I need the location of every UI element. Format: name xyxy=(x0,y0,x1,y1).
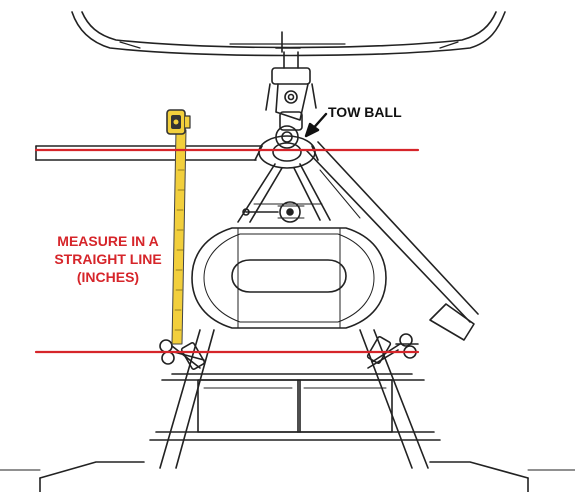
a-frame xyxy=(237,163,331,223)
tow-ball xyxy=(254,125,319,169)
ground-base xyxy=(0,461,575,493)
diagonal-arm xyxy=(305,141,479,341)
tow-ball-arrow xyxy=(304,112,328,138)
measure-instruction: MEASURE IN A STRAIGHT LINE (INCHES) xyxy=(38,232,178,286)
tow-ball-label: TOW BALL xyxy=(328,104,402,120)
measure-lines xyxy=(34,148,420,354)
crate-box xyxy=(197,379,393,433)
vehicle-bumper xyxy=(71,11,506,57)
pin-handle xyxy=(242,201,305,223)
measure-line-3: (INCHES) xyxy=(76,269,140,285)
tape-measure xyxy=(171,129,187,345)
roller-drum xyxy=(191,227,387,329)
left-bar xyxy=(35,145,263,161)
measure-line-2: STRAIGHT LINE xyxy=(54,251,162,267)
hitch-mount xyxy=(265,51,317,131)
measure-line-1: MEASURE IN A xyxy=(57,233,159,249)
tape-measure-icon xyxy=(166,109,191,135)
